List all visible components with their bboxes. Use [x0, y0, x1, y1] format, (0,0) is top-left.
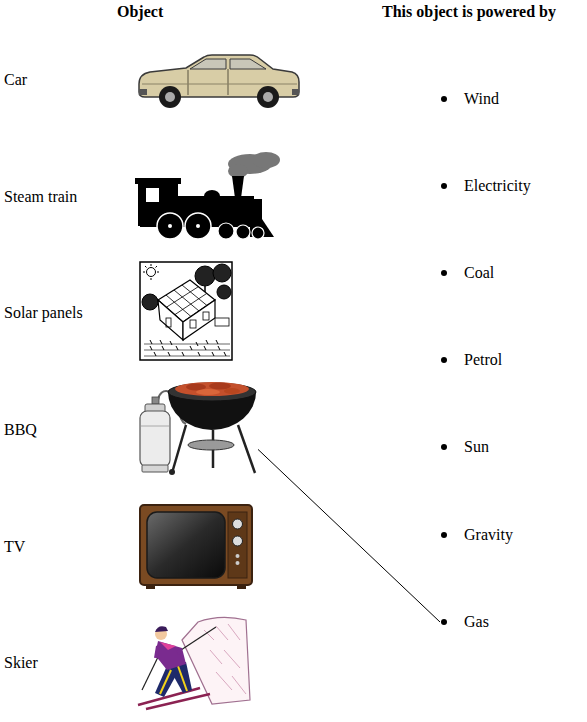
matching-line [258, 449, 440, 622]
object-name: Steam train [4, 188, 77, 206]
energy-source: Sun [464, 438, 489, 456]
energy-source: Electricity [464, 177, 531, 195]
energy-option: Petrol [440, 350, 580, 370]
energy-option: Electricity [440, 176, 580, 196]
bbq-illustration [140, 382, 256, 475]
column-header: Object [117, 3, 163, 21]
object-name: Skier [4, 654, 38, 672]
object-item: Steam train [0, 153, 274, 239]
bullet-point [441, 444, 447, 450]
steam-train-illustration [135, 152, 280, 239]
energy-source: Petrol [464, 351, 502, 369]
column-header: This object is powered by [382, 3, 556, 21]
energy-source: Gravity [464, 526, 513, 544]
energy-source: Wind [464, 90, 499, 108]
energy-source: Gas [464, 613, 489, 631]
bullet-point [441, 532, 447, 538]
object-name: TV [4, 538, 25, 556]
object-name: Solar panels [4, 304, 83, 322]
bullet-point [441, 357, 447, 363]
object-item: Car [0, 55, 302, 108]
car-illustration [139, 55, 299, 108]
energy-option: Sun [440, 437, 580, 457]
bullet-point [441, 619, 447, 625]
bullet-point [441, 270, 447, 276]
energy-option: Gravity [440, 525, 580, 545]
object-name: Car [4, 71, 27, 89]
energy-option: Coal [440, 263, 580, 283]
energy-source: Coal [464, 264, 494, 282]
bullet-point [441, 183, 447, 189]
object-item: TV [0, 505, 254, 589]
bullet-point [441, 96, 447, 102]
object-name: BBQ [4, 421, 37, 439]
object-item: Skier [0, 615, 252, 711]
energy-option: Gas [440, 612, 580, 632]
object-item: Solar panels [0, 262, 234, 361]
object-item: BBQ [0, 362, 258, 474]
energy-option: Wind [440, 89, 580, 109]
tv-illustration [140, 505, 252, 589]
solar-panel-house-illustration [140, 262, 232, 360]
skier-illustration [138, 617, 250, 709]
